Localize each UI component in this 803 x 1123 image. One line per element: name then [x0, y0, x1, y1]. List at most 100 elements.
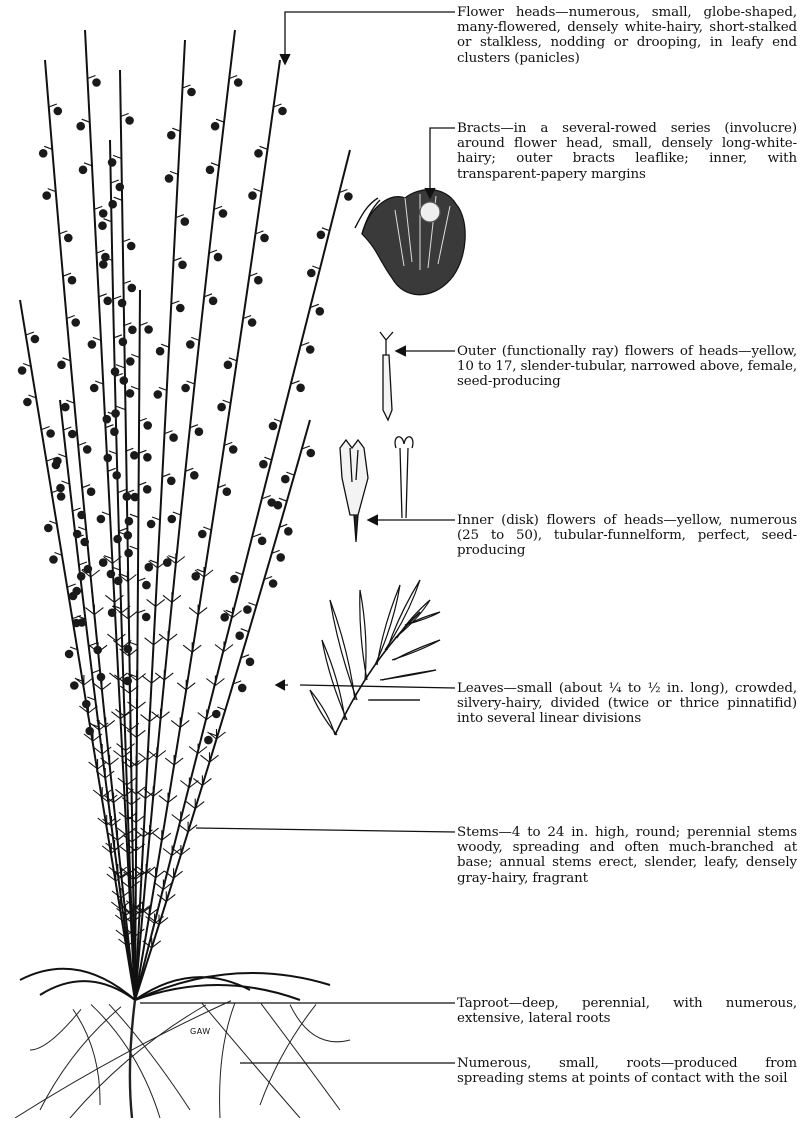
flower-head [39, 149, 48, 158]
flower-head [187, 88, 196, 97]
leaf [163, 846, 181, 856]
flower-head [142, 613, 151, 622]
leaf [85, 605, 103, 615]
flower-head [18, 366, 27, 375]
leaf [94, 206, 102, 209]
lateral-root [220, 1003, 235, 1118]
flower-head [93, 646, 102, 655]
flower-head [87, 487, 96, 496]
leaf [92, 670, 100, 673]
inner-flower-detail [340, 437, 413, 542]
leaf [67, 316, 75, 319]
leaf [118, 775, 136, 785]
flower-head [120, 376, 129, 385]
leaf [95, 381, 103, 384]
flower-head [90, 384, 99, 393]
leaf [98, 815, 116, 825]
flower-head [209, 297, 218, 306]
leaf [189, 605, 207, 615]
flower-head [307, 449, 316, 458]
leaf [117, 406, 125, 409]
flower-head [143, 485, 152, 494]
lateral-root [109, 1004, 190, 1110]
leaf [114, 197, 122, 200]
leaf [119, 528, 127, 531]
flower-head [108, 200, 117, 209]
leaf [82, 485, 90, 488]
leaf [113, 296, 121, 299]
leaf [191, 337, 199, 340]
leaf [140, 323, 148, 326]
flower-head [127, 242, 136, 251]
flower-head [306, 345, 315, 354]
flower-head [191, 572, 200, 581]
leaf [170, 171, 178, 174]
leaf [206, 676, 224, 686]
leaf [153, 830, 171, 840]
flower-head [269, 422, 278, 431]
flower-head [147, 520, 156, 529]
flower-head [154, 390, 163, 399]
leaf [152, 709, 170, 719]
lateral-root [91, 1004, 160, 1118]
leaf [114, 335, 122, 338]
outer-flowers-arrow-icon [396, 346, 406, 356]
leaf [84, 163, 92, 166]
leaf [79, 562, 87, 565]
leaf [130, 546, 138, 549]
stem [135, 30, 235, 1000]
flower-head [76, 122, 85, 131]
inner-flowers-arrow-icon [368, 515, 378, 525]
flower-head [125, 116, 134, 125]
leaf [163, 592, 181, 602]
leaf [159, 387, 167, 390]
flower-head [235, 631, 244, 640]
flower-head [219, 209, 228, 218]
leaf [172, 812, 190, 822]
flower-head [108, 158, 117, 167]
flower-head [278, 107, 287, 116]
leaf [216, 119, 224, 122]
flower-head [167, 477, 176, 486]
flower-head [80, 538, 89, 547]
flower-head [230, 575, 239, 584]
leaf [189, 744, 207, 754]
flower-head [259, 460, 268, 469]
leaf [63, 427, 71, 430]
flower-head [124, 645, 133, 654]
lateral-root [30, 1009, 81, 1050]
flower-heads-arrow-icon [280, 54, 290, 64]
leaf [312, 266, 320, 269]
flower-head [128, 326, 137, 335]
leaf [172, 128, 180, 131]
flower-head [181, 217, 190, 226]
lateral-root [73, 1009, 100, 1105]
leaf [173, 512, 181, 515]
leaf [263, 496, 271, 499]
flower-head [167, 131, 176, 140]
leaf [102, 512, 110, 515]
leaf [286, 472, 294, 475]
flower-head [44, 524, 53, 533]
leaf [73, 508, 81, 511]
leaf [177, 680, 195, 690]
bracts-label: Bracts—in a several-rowed series (involu… [457, 121, 797, 182]
leaf [119, 809, 137, 819]
flower-head [123, 677, 132, 686]
leaf-lobe [394, 640, 440, 660]
flower-head [113, 535, 122, 544]
leaf [124, 869, 142, 879]
leaves-arrow-icon [276, 680, 288, 690]
flower-head [126, 389, 135, 398]
flower-head [88, 340, 97, 349]
flower-head [246, 658, 255, 667]
flower-head [214, 253, 223, 262]
flower-head [195, 427, 204, 436]
basal-stem [20, 969, 135, 1000]
leaf [279, 498, 287, 501]
leaf [113, 748, 131, 758]
flower-head [64, 234, 73, 243]
flower-head [42, 191, 51, 200]
flower-head [82, 700, 91, 709]
leaf [248, 603, 256, 606]
